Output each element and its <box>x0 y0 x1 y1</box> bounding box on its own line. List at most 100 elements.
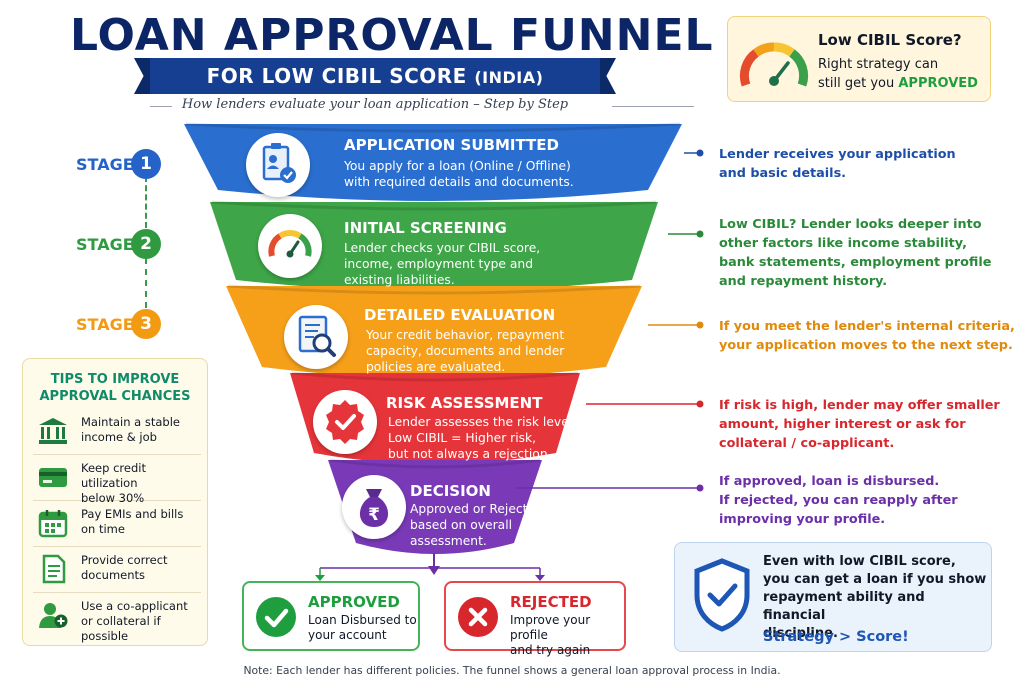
funnel-stage-title: RISK ASSESSMENT <box>386 394 543 412</box>
funnel-stage-title: DETAILED EVALUATION <box>364 306 556 324</box>
rejected-text-line: and try again <box>510 643 591 657</box>
badge-check-icon <box>313 390 377 454</box>
stage-label: STAGE <box>76 315 134 334</box>
tips-title-line: TIPS TO IMPROVE <box>50 372 180 387</box>
funnel-desc-line: with required details and documents. <box>344 175 574 189</box>
subtitle-country: (INDIA) <box>474 68 544 87</box>
tips-panel: TIPS TO IMPROVE APPROVAL CHANCES Maintai… <box>22 358 208 646</box>
speedometer-icon <box>258 214 322 278</box>
side-note-line: improving your profile. <box>719 512 886 527</box>
side-note-line: bank statements, employment profile <box>719 255 992 270</box>
funnel-band-edge <box>227 284 641 295</box>
strategy-line: repayment ability and financial <box>763 590 925 623</box>
approved-card: APPROVED Loan Disbursed to your account <box>242 581 420 651</box>
side-note-line: other factors like income stability, <box>719 236 967 251</box>
gauge-icon <box>739 42 809 87</box>
tip-text-line: Maintain a stable <box>81 415 180 429</box>
strategy-tag: Strategy > Score! <box>763 629 909 645</box>
stage-number: 2 <box>131 229 161 259</box>
page-title: LOAN APPROVAL FUNNEL <box>70 10 714 61</box>
stage-number: 1 <box>131 149 161 179</box>
decision-arrows <box>315 553 545 581</box>
side-note-line: If risk is high, lender may offer smalle… <box>719 398 1000 413</box>
funnel-desc-line: income, employment type and <box>344 257 534 271</box>
tagline-rule-left <box>150 106 172 107</box>
cibil-text-line: Right strategy can <box>818 57 939 72</box>
approved-text-line: your account <box>308 628 387 642</box>
tip-text-line: Use a co-applicant <box>81 599 188 613</box>
strategy-text: Even with low CIBIL score, you can get a … <box>763 553 987 643</box>
funnel-stage-desc: Lender assesses the risk level.Low CIBIL… <box>388 414 576 462</box>
tip-text-line: below 30% <box>81 491 145 505</box>
funnel-desc-line: Lender checks your CIBIL score, <box>344 241 541 255</box>
footnote: Note: Each lender has different policies… <box>243 664 781 677</box>
credit-card-icon <box>37 461 69 493</box>
funnel-stage-title: APPLICATION SUBMITTED <box>344 136 559 154</box>
document-icon <box>37 553 69 585</box>
cibil-callout: Low CIBIL Score? Right strategy can stil… <box>727 16 991 102</box>
tip-text-line: income & job <box>81 430 157 444</box>
tip-text-line: Pay EMIs and bills <box>81 507 184 521</box>
document-search-icon <box>284 305 348 369</box>
bank-icon <box>37 415 69 447</box>
side-note-line: your application moves to the next step. <box>719 338 1013 353</box>
side-note-line: amount, higher interest or ask for <box>719 417 966 432</box>
funnel-desc-line: assessment. <box>410 534 487 548</box>
note-connector-dot <box>696 230 704 238</box>
cibil-text-line: still get you APPROVED <box>818 76 978 91</box>
funnel-stage-title: DECISION <box>410 482 491 500</box>
strategy-line: Even with low CIBIL score, <box>763 554 956 569</box>
side-note-line: collateral / co-applicant. <box>719 436 895 451</box>
application-form-icon <box>246 133 310 197</box>
tip-text-line: Provide correct <box>81 553 168 567</box>
check-icon <box>256 597 296 637</box>
rejected-title: REJECTED <box>510 593 592 611</box>
funnel-desc-line: existing liabilities. <box>344 273 455 287</box>
stage-connector <box>145 176 147 228</box>
funnel-desc-line: based on overall <box>410 518 513 532</box>
side-note-line: Lender receives your application <box>719 147 956 162</box>
side-note-line: and repayment history. <box>719 274 888 289</box>
funnel-desc-line: policies are evaluated. <box>366 360 506 374</box>
side-note: If risk is high, lender may offer smalle… <box>719 396 1000 453</box>
funnel-desc-line: Your credit behavior, repayment <box>366 328 565 342</box>
cross-icon <box>458 597 498 637</box>
side-note-line: If rejected, you can reapply after <box>719 493 958 508</box>
rejected-card: REJECTED Improve your profile and try ag… <box>444 581 626 657</box>
approved-highlight: APPROVED <box>898 76 978 91</box>
money-bag-icon: ₹ <box>342 475 406 539</box>
funnel-stage-title: INITIAL SCREENING <box>344 219 507 237</box>
note-connector-dot <box>696 484 704 492</box>
approved-title: APPROVED <box>308 593 400 611</box>
side-note-line: If approved, loan is disbursed. <box>719 474 940 489</box>
rejected-text-line: Improve your profile <box>510 613 591 642</box>
funnel-band-edge <box>329 458 541 469</box>
strategy-line: you can get a loan if you show <box>763 572 987 587</box>
strategy-callout: Even with low CIBIL score, you can get a … <box>674 542 992 652</box>
stage-label: STAGE <box>76 235 134 254</box>
cibil-title: Low CIBIL Score? <box>818 31 962 49</box>
tips-title: TIPS TO IMPROVE APPROVAL CHANCES <box>23 371 207 405</box>
tip-text-line: or collateral if possible <box>81 614 161 643</box>
funnel-band-edge <box>185 122 681 133</box>
tip-text-line: Keep credit utilization <box>81 461 146 490</box>
tip-text-line: on time <box>81 522 125 536</box>
funnel-stage-desc: You apply for a loan (Online / Offline)w… <box>344 158 574 190</box>
funnel-band-edge <box>211 200 657 211</box>
funnel-band <box>210 202 658 291</box>
funnel-desc-line: Low CIBIL = Higher risk, <box>388 431 537 445</box>
funnel-desc-line: but not always a rejection. <box>388 447 552 461</box>
approved-text-line: Loan Disbursed to <box>308 613 417 627</box>
calendar-icon <box>37 507 69 539</box>
cibil-text: Right strategy can still get you APPROVE… <box>818 55 988 93</box>
